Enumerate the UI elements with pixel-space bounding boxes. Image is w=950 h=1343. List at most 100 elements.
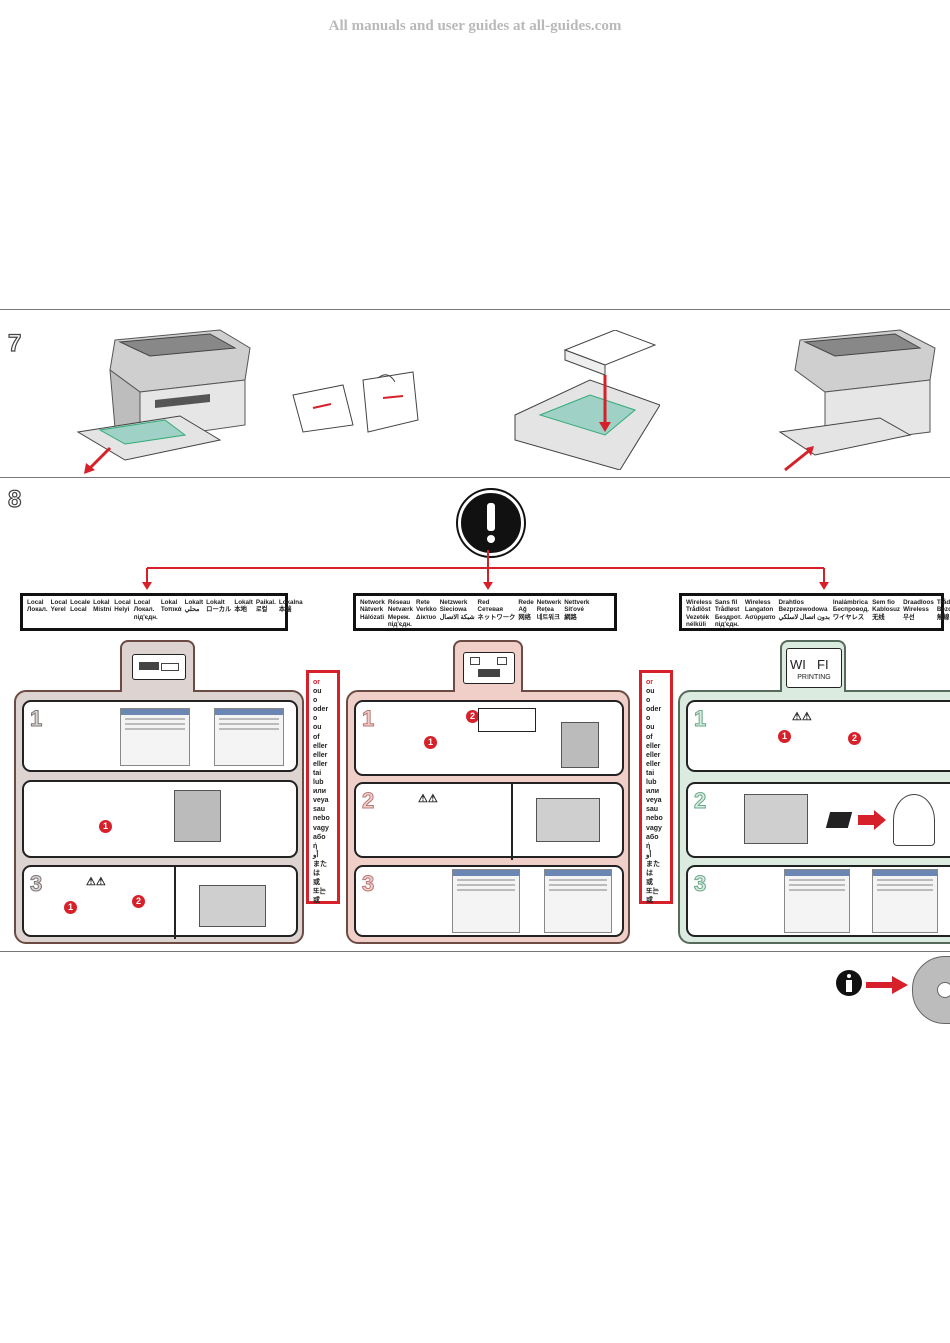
local-sub-step-number-1: 1: [29, 706, 43, 732]
wireless-sub-step-number-1: 1: [693, 706, 707, 732]
computer-icon-network: [561, 722, 599, 768]
network-language-label: Verkko: [416, 606, 437, 614]
or-word: または: [646, 860, 660, 877]
printer-icon: [199, 885, 266, 927]
computer-icon: [174, 790, 221, 842]
or-word: eller: [646, 751, 661, 759]
wireless-language-label: 無線: [936, 613, 950, 621]
cd-icon: [912, 956, 950, 1024]
local-language-label: Lokalt: [184, 599, 204, 606]
badge-2c: 2: [466, 710, 479, 723]
or-word: vagy: [313, 824, 329, 832]
or-word: eller: [313, 751, 328, 759]
network-language-label: ネットワーク: [477, 613, 516, 621]
wireless-language-label: Trådlöst: [686, 606, 711, 614]
or-word: или: [313, 788, 327, 796]
wireless-language-label: Bezdrátové: [936, 606, 950, 614]
local-language-label: Local: [27, 599, 44, 606]
step-number-7: 7: [7, 329, 22, 357]
wireless-language-label: Wireless: [744, 599, 771, 606]
wireless-language-label: Draadloos: [903, 599, 934, 606]
wireless-language-label: 무선: [903, 613, 915, 621]
branch-arrows: [142, 550, 829, 590]
wifi-label-right: FI: [817, 657, 829, 672]
divider-middle: [0, 477, 950, 478]
network-language-label: Réseau: [387, 599, 411, 606]
network-language-label: Hálózati: [360, 613, 385, 621]
or-word: of: [313, 733, 320, 741]
wireless-sub-step-number-3: 3: [693, 871, 707, 897]
arrow-icon: [858, 810, 886, 830]
badge-2b: 2: [132, 895, 145, 908]
or-word: or: [313, 679, 320, 686]
wireless-language-label: Bezprzewodowa: [778, 606, 828, 614]
network-language-label: Сетевая: [477, 606, 504, 614]
wireless-install-dialog-2: [872, 869, 938, 933]
step-number-8: 8: [7, 485, 22, 513]
local-language-label: Lokalna: [278, 599, 303, 606]
info-icon: [836, 970, 862, 996]
printer-tray-closed-illustration: [778, 329, 936, 472]
wireless-sub-step-number-2: 2: [693, 788, 707, 814]
wireless-language-label: Trådløst: [714, 606, 740, 614]
or-word: o: [646, 715, 651, 723]
network-language-label: Nettverk: [564, 599, 590, 606]
wireless-language-label: Ασύρματο: [744, 613, 776, 621]
local-language-label: Local: [114, 599, 131, 606]
local-language-label: Lokalt: [234, 599, 253, 606]
wireless-language-label: 无线: [872, 613, 885, 621]
network-language-label: Netværk: [387, 606, 414, 614]
or-word: أو: [646, 851, 652, 859]
wireless-language-label: ワイヤレス: [832, 613, 865, 621]
local-sub-step-number-3: 3: [29, 871, 43, 897]
local-sub-step-3: 3 ⚠⚠ 1 2: [22, 865, 298, 939]
network-language-label: Network: [360, 599, 385, 606]
local-language-label: 로컬: [255, 606, 268, 614]
or-word: ou: [646, 724, 655, 732]
network-install-dialog-2: [544, 869, 612, 933]
local-language-label: Lokal: [93, 599, 110, 606]
badge-1: 1: [99, 820, 112, 833]
load-paper-illustration: [514, 330, 660, 470]
network-language-label: Rețea: [536, 606, 554, 614]
local-tab: [120, 640, 195, 692]
network-tab: [453, 640, 523, 692]
badge-1c: 1: [424, 736, 437, 749]
or-word: vagy: [646, 824, 662, 832]
wireless-language-label: Kablosuz: [872, 606, 901, 614]
warning-icon-wireless: ⚠⚠: [792, 711, 812, 723]
network-language-label: Nätverk: [360, 606, 384, 614]
wifi-icon: WI FI PRINTING: [786, 648, 842, 688]
or-word: oder: [646, 706, 662, 714]
network-language-label: Rede: [518, 599, 534, 606]
or-word: sau: [646, 806, 659, 814]
or-word: ή: [646, 842, 651, 850]
wireless-language-label: بدون اتصال لاسلكي: [778, 613, 830, 621]
watermark: All manuals and user guides at all-guide…: [328, 18, 622, 34]
reader-icon: [893, 794, 935, 846]
network-language-label: Δίκτυο: [416, 613, 437, 621]
network-language-label: شبكة الاتصال: [439, 613, 475, 621]
or-word: lub: [646, 779, 657, 787]
or-word: или: [646, 788, 660, 796]
or-word: eller: [313, 742, 328, 750]
or-word: ou: [313, 724, 322, 732]
or-word: 또는: [646, 888, 659, 896]
or-word: tai: [646, 769, 655, 777]
local-language-label: Local: [50, 599, 68, 606]
local-language-label: Τοπικά: [160, 606, 182, 614]
